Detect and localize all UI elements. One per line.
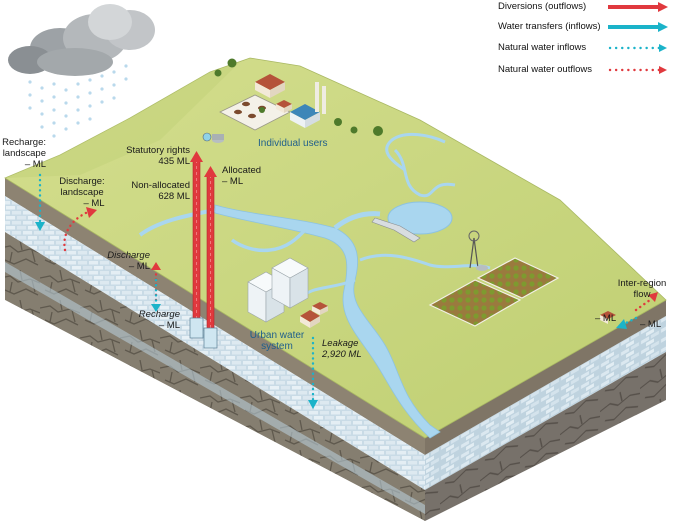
rain-cloud-icon [8, 4, 155, 76]
windmill-icon [468, 230, 488, 271]
river [214, 204, 441, 439]
individual-users-label: Individual users [258, 138, 328, 149]
water-tank-icon [202, 132, 224, 143]
urban-water-system-label: Urban water system [249, 330, 305, 352]
right-aquifer-layer [425, 316, 666, 490]
recharge-label: Recharge – ML [138, 309, 180, 331]
recharge-arrow [151, 278, 161, 312]
trees [214, 58, 383, 136]
crop-fields [428, 257, 560, 327]
rain-drops [28, 64, 128, 138]
legend-natural-out-swatch [608, 66, 667, 74]
right-rock-layer [425, 352, 666, 521]
discharge-landscape-arrow [63, 207, 97, 252]
inter-region-inflow-arrow [616, 316, 638, 329]
legend-transfers-swatch [608, 22, 668, 32]
legend-natural-in-swatch [608, 44, 667, 52]
urban-buildings [247, 257, 328, 328]
leakage-label: Leakage 2,920 ML [322, 338, 362, 360]
leakage-arrow [308, 336, 318, 409]
homestead [290, 82, 326, 128]
grass-surface [4, 57, 667, 439]
discharge-landscape-label: Discharge: landscape – ML [59, 176, 105, 209]
dam-wall [371, 217, 421, 243]
inter-region-outflow-arrow [634, 292, 658, 312]
legend-diversions-label: Diversions (outflows) [498, 1, 587, 12]
legend-natural-out-label: Natural water outflows [498, 64, 592, 75]
legend-transfers-label: Water transfers (inflows) [498, 21, 601, 32]
bore-pipes [189, 151, 218, 349]
recharge-landscape-arrow [35, 173, 45, 231]
right-buildings [600, 311, 616, 324]
farm [219, 74, 292, 131]
inter-region-outflow-value: – ML [640, 319, 662, 330]
inter-region-flow-label: Inter-region flow [617, 278, 667, 300]
reservoir [387, 201, 453, 235]
right-soil-layer [425, 300, 666, 455]
deep-aquifer-band [5, 262, 425, 514]
front-soil-layer [5, 178, 425, 455]
discharge-label: Discharge – ML [107, 250, 150, 272]
inter-region-inflow-value: – ML [595, 313, 617, 324]
recharge-landscape-label: Recharge: landscape – ML [2, 137, 46, 170]
statutory-rights-label: Statutory rights 435 ML [126, 145, 190, 167]
allocated-label: Allocated – ML [222, 165, 262, 187]
legend-diversions-swatch [608, 2, 668, 12]
non-allocated-label: Non-allocated 628 ML [131, 180, 190, 202]
legend-natural-in-label: Natural water inflows [498, 42, 587, 53]
